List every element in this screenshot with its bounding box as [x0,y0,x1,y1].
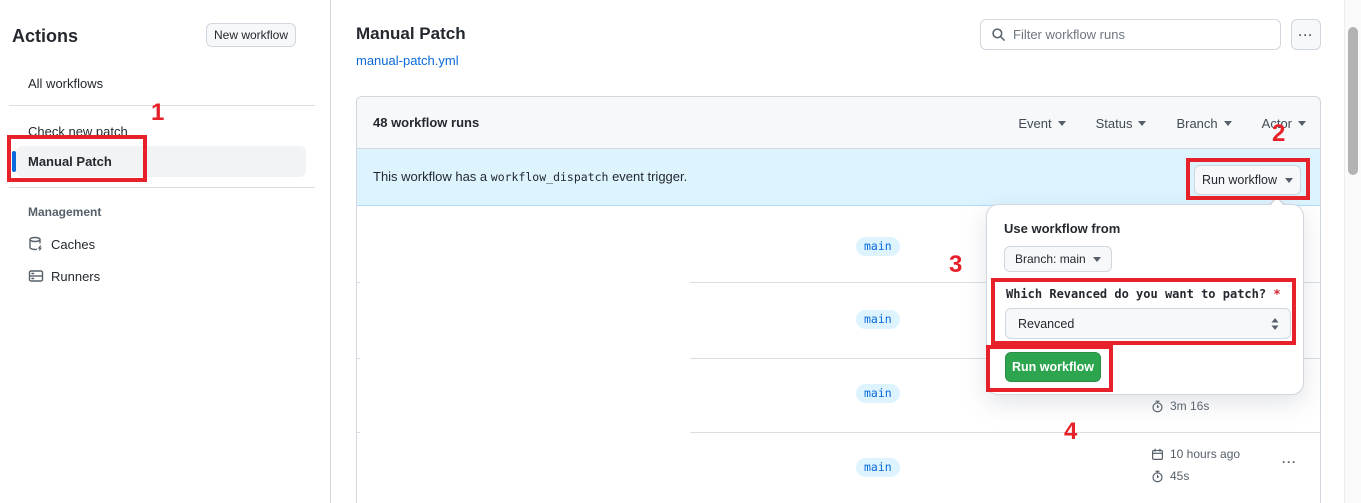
chevron-down-icon [1138,120,1147,126]
cache-database-icon [28,236,44,252]
run-workflow-dropdown-button[interactable]: Run workflow [1194,165,1301,195]
workflow-run-row[interactable]: main 10 hours ago 45s ··· [357,433,1320,503]
run-time: 10 hours ago [1151,447,1240,461]
calendar-icon [1151,448,1164,461]
runs-table-header: 48 workflow runs Event Status Branch Act… [357,97,1320,149]
sidebar-item-runners-label[interactable]: Runners [51,268,101,284]
filter-workflow-runs-input[interactable] [1013,27,1270,42]
chevron-down-icon [1223,120,1232,126]
sidebar-item-caches-label[interactable]: Caches [51,236,96,252]
stopwatch-icon [1151,400,1164,413]
sidebar-item-runners[interactable]: Runners [28,268,100,284]
filter-status-dropdown[interactable]: Status [1096,116,1147,131]
revanced-select[interactable]: Revanced [1005,308,1291,339]
filter-branch-dropdown[interactable]: Branch [1176,116,1232,131]
sidebar-divider [9,187,315,188]
page-scrollbar-thumb[interactable] [1348,27,1358,175]
select-updown-icon [1270,317,1280,331]
branch-selector-button[interactable]: Branch: main [1004,246,1112,272]
filter-workflow-runs-box[interactable] [980,19,1281,50]
chevron-down-icon [1092,256,1101,262]
workflow-dispatch-banner: This workflow has a workflow_dispatch ev… [357,149,1320,206]
runs-filters: Event Status Branch Actor [1018,97,1306,149]
workflow-run-row[interactable]: main [357,283,1320,359]
sidebar-title: Actions [12,26,79,46]
search-icon [991,27,1006,42]
annotation-number-1: 1 [151,99,165,126]
sidebar-divider [9,105,315,106]
new-workflow-button[interactable]: New workflow [206,23,296,47]
filter-event-dropdown[interactable]: Event [1018,116,1066,131]
filter-actor-dropdown[interactable]: Actor [1262,116,1306,131]
stopwatch-icon [1151,470,1164,483]
sidebar-item-all-workflows[interactable]: All workflows [28,76,104,91]
run-duration: 3m 16s [1151,399,1209,413]
run-workflow-submit-button[interactable]: Run workflow [1005,352,1101,382]
popup-caret [1270,198,1284,206]
workflow-more-options-button[interactable]: ··· [1291,19,1321,50]
sidebar-item-caches[interactable]: Caches [28,236,95,252]
runners-server-icon [28,268,44,284]
redacted-area [360,206,690,503]
management-section-header: Management [28,205,102,219]
annotation-number-2: 2 [1272,120,1286,147]
branch-badge[interactable]: main [856,310,900,329]
workflow-file-link[interactable]: manual-patch.yml [356,53,459,68]
page-title: Manual Patch [356,24,466,43]
popup-title: Use workflow from [1004,221,1121,236]
sidebar-item-manual-patch[interactable] [16,146,306,177]
annotation-number-3: 3 [949,251,963,278]
branch-badge[interactable]: main [856,458,900,477]
workflow-input-label: Which Revanced do you want to patch? * [1006,287,1281,301]
runs-count: 48 workflow runs [373,115,480,130]
sidebar-item-check-new-patch[interactable]: Check new patch [28,124,128,139]
workflow-run-row[interactable]: main [357,206,1320,283]
required-asterisk: * [1273,287,1281,301]
run-more-options-button[interactable]: ··· [1282,455,1297,469]
run-duration: 45s [1151,469,1189,483]
selected-accent-bar [12,151,16,172]
workflow-run-row[interactable]: main 3m 16s [357,359,1320,433]
run-workflow-popup: Use workflow from Branch: main Which Rev… [986,196,1304,395]
annotation-number-4: 4 [1064,418,1078,445]
banner-text: This workflow has a workflow_dispatch ev… [373,169,688,184]
workflow-dispatch-code: workflow_dispatch [490,170,609,184]
branch-badge[interactable]: main [856,384,900,403]
chevron-down-icon [1298,120,1306,126]
branch-badge[interactable]: main [856,237,900,256]
sidebar-item-manual-patch-label[interactable]: Manual Patch [28,154,112,169]
chevron-down-icon [1057,120,1066,126]
chevron-down-icon [1285,177,1294,183]
actions-sidebar: Actions New workflow All workflows Check… [0,0,331,503]
